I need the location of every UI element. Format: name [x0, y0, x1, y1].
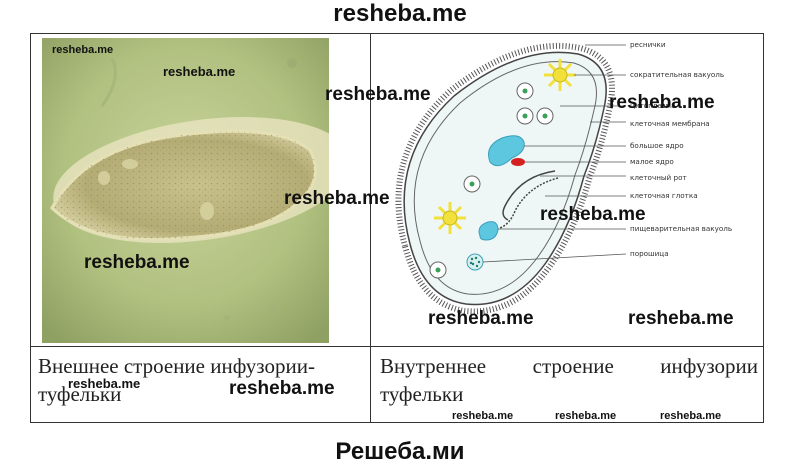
label-cell-gullet: клеточная глотка	[630, 191, 698, 200]
caption-external-structure: Внешнее строение инфузории- туфельки	[38, 352, 364, 408]
caption-right-line2: туфельки	[380, 382, 464, 406]
paramecium-diagram-svg: реснички сократительная вакуоль цитоплаз…	[395, 40, 732, 315]
paramecium-photo	[42, 38, 329, 343]
label-cell-membrane: клеточная мембрана	[630, 119, 710, 128]
label-macronucleus: большое ядро	[630, 141, 684, 150]
watermark: resheba.me	[540, 204, 646, 225]
watermark: resheba.me	[52, 44, 114, 56]
label-micronucleus: малое ядро	[630, 157, 674, 166]
watermark: resheba.me	[229, 378, 335, 399]
cell-body	[403, 51, 607, 306]
watermark: resheba.me	[628, 308, 734, 329]
table-divider-horizontal	[30, 346, 764, 347]
watermark: resheba.me	[84, 252, 190, 273]
watermark: resheba.me	[284, 188, 390, 209]
site-title: resheba.me	[333, 0, 467, 27]
watermark: resheba.me	[609, 92, 715, 113]
caption-left-line2: туфельки	[38, 382, 122, 406]
micronucleus	[511, 158, 525, 166]
anal-pore	[466, 253, 484, 271]
cell-membrane	[413, 61, 597, 295]
footer-title: Решеба.ми	[335, 438, 465, 465]
table-divider-vertical	[370, 33, 371, 423]
paramecium-diagram: реснички сократительная вакуоль цитоплаз…	[380, 36, 762, 344]
macronucleus	[488, 135, 525, 167]
content-table	[30, 33, 764, 423]
label-cell-mouth: клеточный рот	[630, 173, 687, 182]
label-cilia: реснички	[630, 40, 666, 49]
label-cytoplasm: цитоплазма	[630, 101, 676, 110]
watermark: resheba.me	[428, 308, 534, 329]
watermark: resheba.me	[325, 84, 431, 105]
caption-internal-structure: Внутреннее строение инфузории туфельки	[380, 352, 758, 408]
digestive-vacuole	[478, 221, 499, 241]
watermark: resheba.me	[163, 64, 236, 79]
contractile-vacuole-bottom	[434, 202, 466, 234]
label-anal-pore: порошица	[630, 249, 669, 258]
cell-mouth	[502, 170, 556, 221]
paramecium-photo-image	[42, 38, 329, 343]
contractile-vacuole-top	[544, 59, 576, 91]
cilia-layer	[395, 42, 615, 315]
leader-lines	[482, 44, 627, 263]
watermark: resheba.me	[660, 410, 722, 422]
caption-left-line1: Внешнее строение инфузории-	[38, 354, 315, 378]
caption-right-line1: Внутреннее строение инфузории	[380, 354, 758, 378]
label-contractile-vacuole: сократительная вакуоль	[630, 70, 724, 79]
label-digestive-vacuole: пищеварительная вакуоль	[630, 224, 732, 233]
watermark: resheba.me	[452, 410, 514, 422]
watermark: resheba.me	[555, 410, 617, 422]
watermark: resheba.me	[68, 376, 141, 391]
